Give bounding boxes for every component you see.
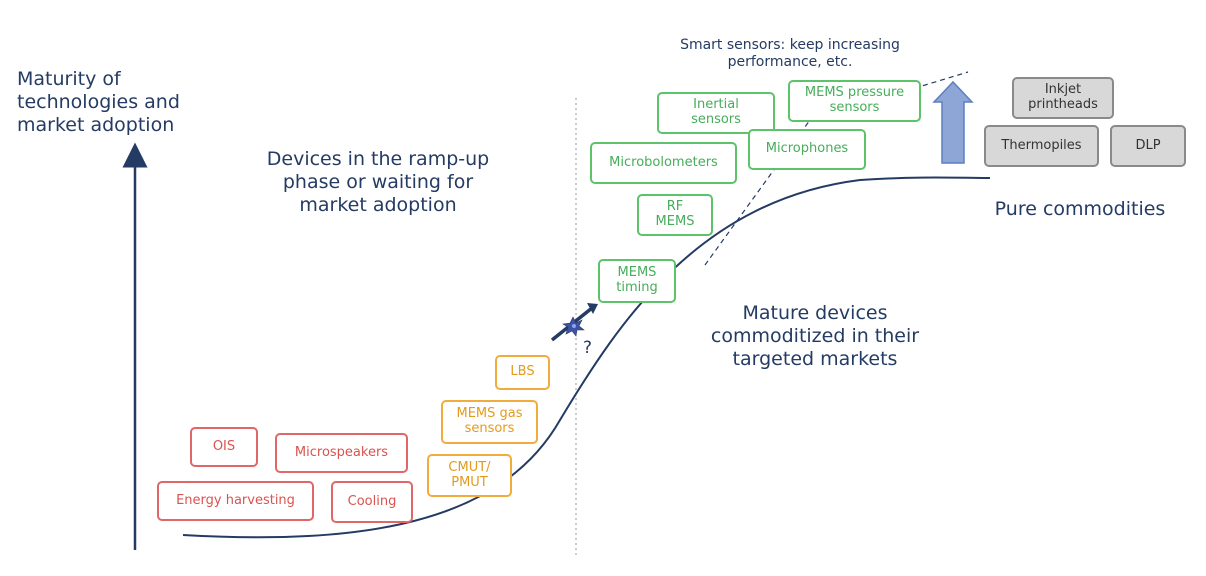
y-axis-label: Maturity of technologies and market adop…: [17, 68, 180, 136]
lbs-box: LBS: [495, 355, 550, 390]
microspeakers-box: Microspeakers: [275, 433, 408, 473]
inkjet-printheads-box: Inkjet printheads: [1012, 77, 1114, 119]
adoption-curve: [182, 176, 991, 539]
mems-timing-box: MEMS timing: [598, 259, 676, 303]
dlp-box: DLP: [1110, 125, 1186, 167]
cooling-box: Cooling: [331, 481, 413, 523]
thermopiles-box: Thermopiles: [984, 125, 1099, 167]
microphones-box: Microphones: [748, 129, 866, 170]
microbolometers-box: Microbolometers: [590, 142, 737, 184]
rf-mems-box: RF MEMS: [637, 194, 713, 236]
ois-box: OIS: [190, 427, 258, 467]
cmut-pmut-box: CMUT/ PMUT: [427, 454, 512, 497]
mems-gas-sensors-box: MEMS gas sensors: [441, 400, 538, 444]
inertial-sensors-box: Inertial sensors: [657, 92, 775, 134]
smart-sensors-label: Smart sensors: keep increasing performan…: [680, 37, 900, 70]
breakthrough-arrow-icon: [550, 303, 598, 342]
mature-devices-label: Mature devices commoditized in their tar…: [710, 302, 920, 370]
up-arrow: [932, 80, 974, 164]
question-mark: ?: [583, 338, 593, 358]
pure-commodities-label: Pure commodities: [994, 198, 1166, 220]
mems-pressure-sensors-box: MEMS pressure sensors: [788, 80, 921, 122]
ramp-up-phase-label: Devices in the ramp-up phase or waiting …: [266, 148, 490, 216]
energy-harvesting-box: Energy harvesting: [157, 481, 314, 521]
